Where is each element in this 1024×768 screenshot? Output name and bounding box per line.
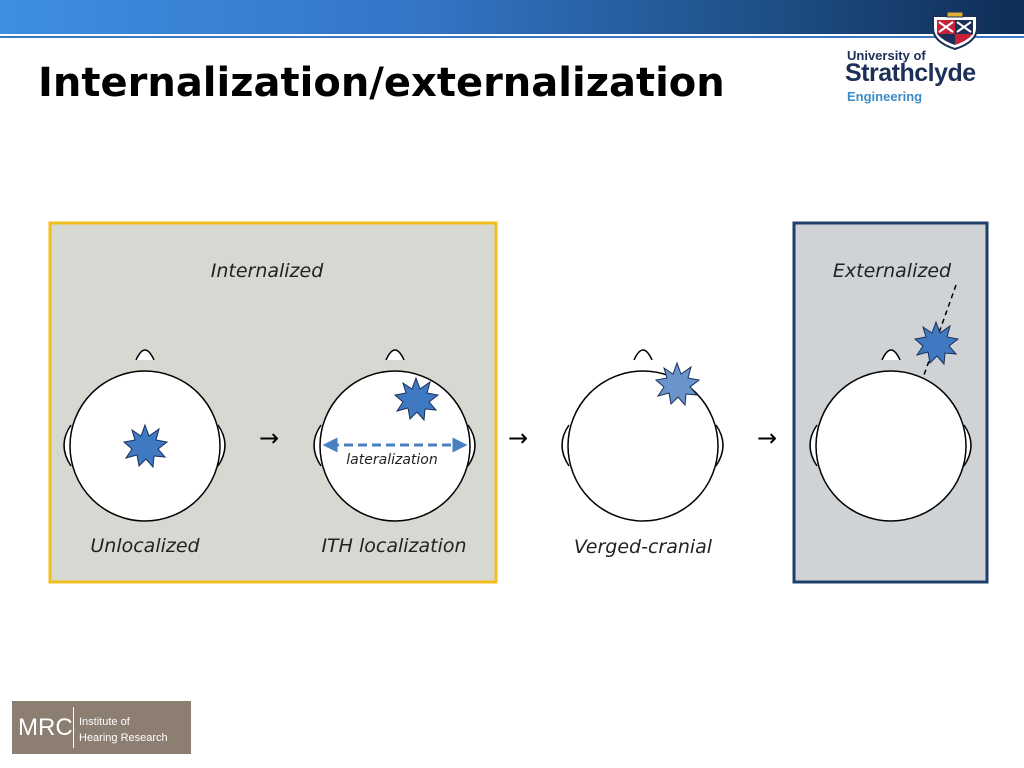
source-direction-line <box>923 284 957 376</box>
label-unlocalized: Unlocalized <box>90 535 200 557</box>
lateralization-label: lateralization <box>346 452 437 468</box>
sound-source-icon <box>654 361 701 407</box>
sound-source-icon <box>913 320 960 366</box>
arrow-3: → <box>757 424 777 452</box>
mrc-divider <box>73 707 74 748</box>
logo-strathclyde: Strathclyde <box>845 59 976 87</box>
internalized-label: Internalized <box>211 260 325 282</box>
externalized-label: Externalized <box>833 260 952 282</box>
top-rule <box>0 36 1024 38</box>
logo-university-of: University of <box>847 48 926 63</box>
strathclyde-logo: University of Strathclyde Engineering <box>845 12 995 112</box>
mrc-hearing-line: Hearing Research <box>79 732 168 744</box>
sound-source-icon <box>122 423 169 469</box>
mrc-ihr-logo: MRC Institute of Hearing Research <box>12 701 191 754</box>
mrc-wordmark: MRC <box>18 714 73 741</box>
head-externalized <box>809 349 972 522</box>
sound-source-icon <box>393 376 440 422</box>
mrc-institute-line: Institute of <box>79 716 130 728</box>
top-banner <box>0 0 1024 34</box>
logo-engineering: Engineering <box>847 89 923 104</box>
head-verged-cranial <box>561 349 724 522</box>
label-ith-localization: ITH localization <box>321 535 466 557</box>
slide-title: Internalization/externalization <box>38 60 725 106</box>
label-verged-cranial: Verged-cranial <box>574 536 713 558</box>
arrow-2: → <box>508 424 528 452</box>
arrow-1: → <box>259 424 279 452</box>
university-crest-icon <box>932 12 978 50</box>
